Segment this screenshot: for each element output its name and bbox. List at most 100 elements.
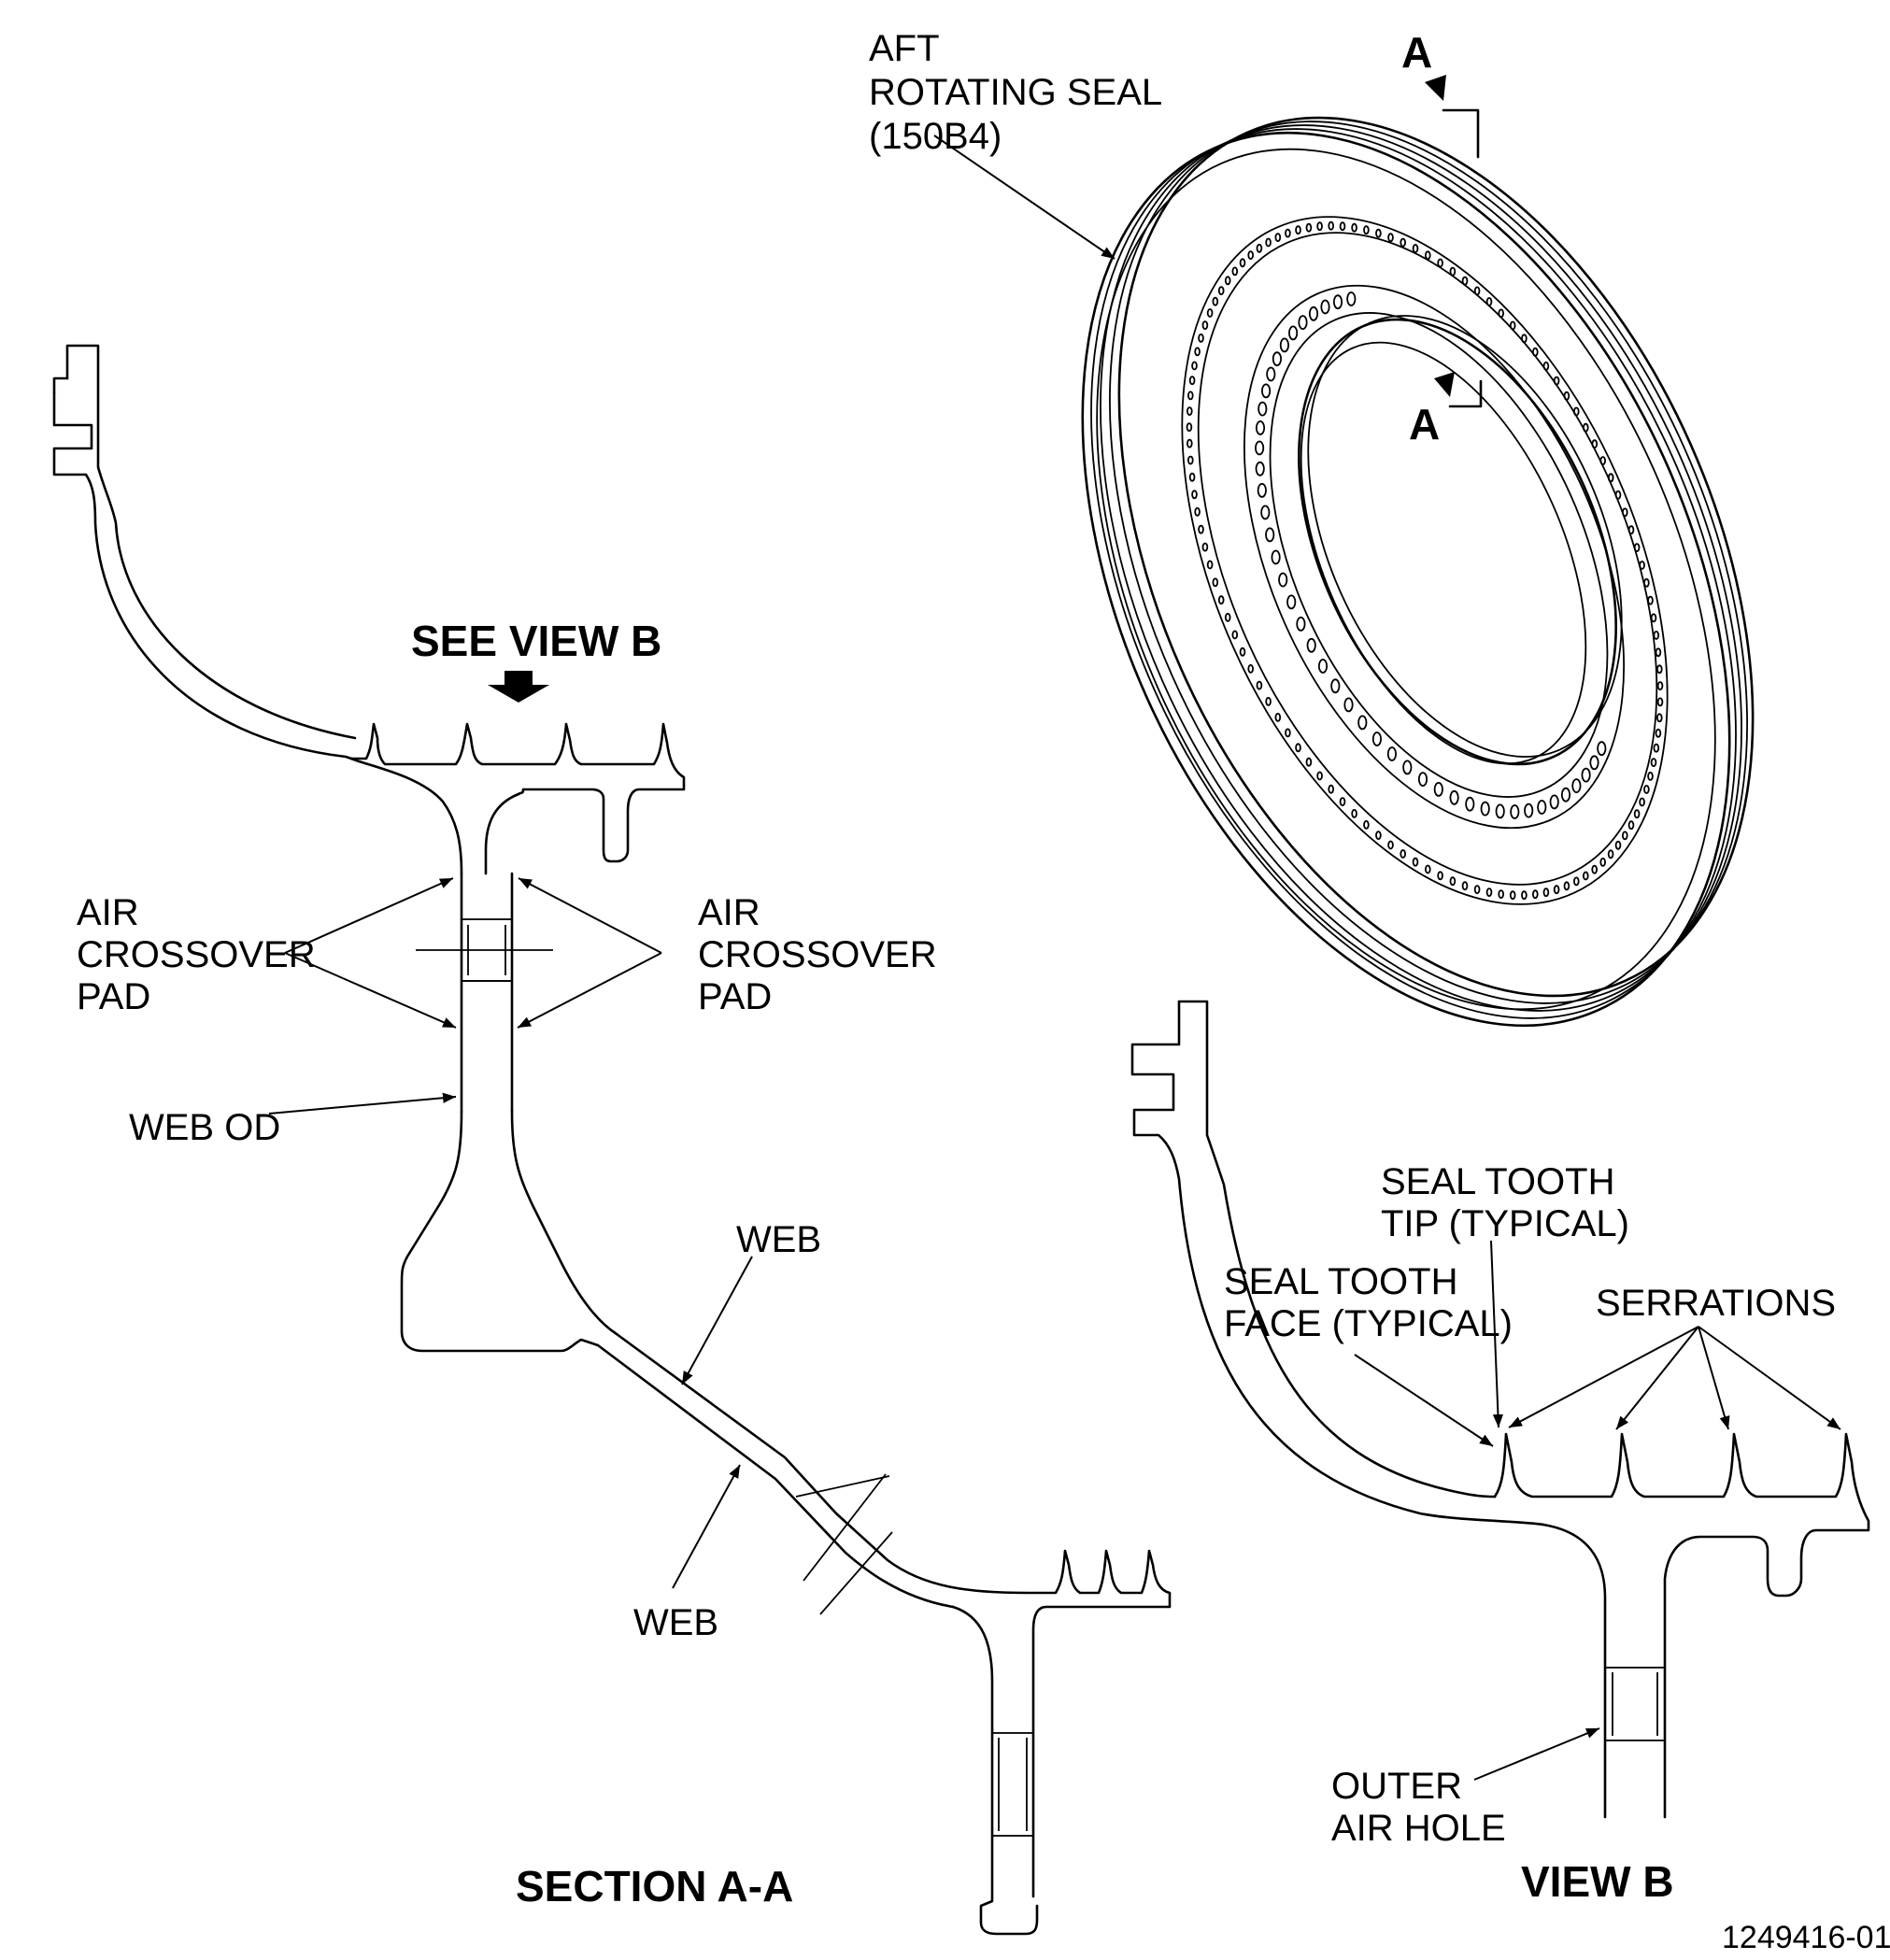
seal-hole (1461, 881, 1469, 891)
seal-hole (1599, 858, 1606, 867)
air-crossover-left-line1: AIR (77, 892, 139, 933)
seal-hole (1306, 637, 1316, 653)
seal-hole (1305, 757, 1313, 767)
seal-hole (1316, 771, 1323, 781)
seal-hole (1573, 406, 1580, 417)
aft-seal-label-line2: ROTATING SEAL (869, 72, 1162, 113)
seal-hole (1371, 731, 1383, 746)
seal-hole (1256, 243, 1263, 253)
seal-hole (1231, 630, 1239, 640)
seal-hole (1473, 885, 1481, 894)
seal-hole (1288, 325, 1299, 341)
seal-hole (1650, 758, 1657, 767)
section-a-a-profile (52, 344, 1172, 1936)
seal-hole (1560, 787, 1571, 802)
seal-hole (1449, 789, 1459, 805)
seal-hole (1498, 308, 1504, 319)
seal-hole (1265, 237, 1272, 248)
seal-hole (1317, 659, 1329, 674)
seal-hole (1187, 406, 1193, 417)
seal-hole (1206, 560, 1214, 570)
air-crossover-right-line2: CROSSOVER (698, 934, 937, 975)
air-crossover-right-line3: PAD (698, 976, 772, 1017)
seal-hole (1320, 299, 1330, 315)
seal-hole (1653, 631, 1660, 640)
seal-hole (1212, 577, 1219, 588)
seal-hole (1461, 276, 1469, 286)
seal-hole (1599, 456, 1606, 466)
seal-hole (1656, 697, 1664, 707)
seal-hole (1231, 266, 1239, 277)
seal-hole (1188, 472, 1196, 482)
leader-lines (268, 135, 1841, 1781)
seal-hole (1188, 376, 1196, 386)
outer-air-hole-line2: AIR HOLE (1331, 1808, 1506, 1849)
seal-hole (1473, 286, 1481, 296)
seal-hole (1521, 890, 1528, 901)
web-lower-label: WEB (633, 1602, 718, 1643)
seal-hole (1186, 422, 1193, 433)
seal-hole (1647, 772, 1654, 781)
seal-hole (1400, 849, 1406, 859)
seal-hole (1583, 871, 1589, 881)
seal-hole (1206, 308, 1214, 318)
seal-hole (1260, 504, 1271, 520)
seal-hole (1265, 697, 1272, 706)
seal-hole (1375, 228, 1382, 238)
seal-hole (1563, 391, 1570, 401)
seal-hole (1201, 320, 1209, 331)
seal-hole (1622, 831, 1628, 841)
seal-hole (1607, 473, 1614, 483)
seal-hole (1485, 888, 1493, 897)
seal-hole (1563, 881, 1570, 891)
seal-hole (1589, 755, 1599, 771)
seal-hole (1402, 760, 1413, 775)
seal-hole (1217, 286, 1225, 296)
seal-hole (1295, 743, 1301, 753)
seal-hole (1614, 490, 1622, 500)
seal-hole (1266, 366, 1276, 382)
section-cut-marker-bottom (1434, 372, 1483, 408)
seal-hole (1351, 809, 1357, 818)
seal-hole (1542, 888, 1550, 898)
seal-hole (1532, 347, 1539, 357)
seal-hole (1425, 250, 1431, 261)
seal-hole (1386, 746, 1398, 761)
seal-hole (1258, 401, 1268, 417)
callout-labels: AFT ROTATING SEAL (150B4) A A SEE VIEW B… (77, 28, 1890, 1955)
seal-hole (1296, 617, 1306, 632)
web-od-label: WEB OD (129, 1107, 280, 1148)
seal-hole (1571, 778, 1582, 793)
seal-hole (1198, 524, 1204, 534)
seal-hole (1274, 713, 1282, 722)
seal-hole (1194, 347, 1201, 357)
seal-tooth-face-line1: SEAL TOOTH (1224, 1261, 1457, 1302)
section-marker-bottom: A (1409, 400, 1440, 448)
seal-hole (1591, 864, 1598, 874)
seal-hole (1278, 572, 1288, 588)
seal-hole (1256, 680, 1263, 690)
seal-hole (1465, 796, 1475, 812)
seal-hole (1521, 334, 1528, 344)
seal-hole (1433, 782, 1443, 797)
seal-hole (1239, 646, 1246, 657)
seal-hole (1363, 225, 1370, 235)
seal-hole (1643, 785, 1650, 794)
seal-tooth-tip-line1: SEAL TOOTH (1381, 1161, 1614, 1202)
seal-hole (1653, 743, 1660, 753)
seal-hole (1633, 809, 1641, 819)
seal-hole (1607, 849, 1614, 859)
seal-hole (1387, 233, 1394, 243)
seal-hole (1375, 831, 1382, 840)
seal-hole (1201, 542, 1209, 552)
aft-seal-label-line1: AFT (869, 28, 940, 69)
seal-hole (1328, 220, 1334, 231)
section-a-a-title: SECTION A-A (516, 1862, 793, 1910)
seal-hole (1627, 525, 1635, 535)
seal-hole (1656, 713, 1663, 723)
seal-hole (1524, 802, 1534, 818)
seal-hole (1247, 250, 1254, 261)
air-crossover-right-line1: AIR (698, 892, 760, 933)
view-b-profile (1130, 1000, 1870, 1819)
seal-hole (1305, 222, 1313, 233)
